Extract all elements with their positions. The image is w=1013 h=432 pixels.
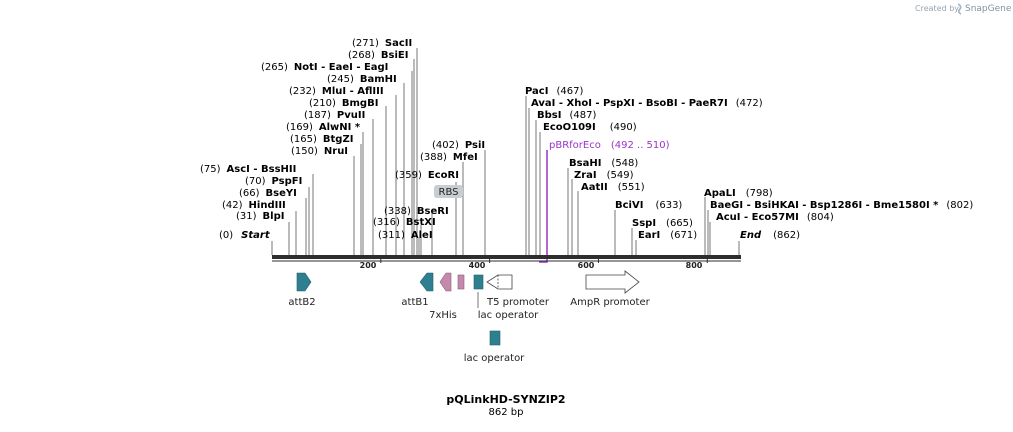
- site-label-ecoo109i[interactable]: EcoO109I(490): [543, 122, 637, 133]
- feature-lac-operator-2[interactable]: lac operator: [464, 330, 525, 364]
- site-label-noti[interactable]: (265)NotI - EaeI - EagI: [261, 62, 388, 73]
- site-label-acui[interactable]: AcuI - Eco57MI(804): [716, 212, 834, 223]
- small-pink-box: [457, 274, 465, 290]
- site-label-start[interactable]: (0)Start: [219, 230, 271, 241]
- tick-label-200: 200: [360, 261, 377, 270]
- primer-arrow: [539, 150, 548, 263]
- feature-attb2[interactable]: attB2: [288, 272, 316, 308]
- cut-lines: [271, 48, 740, 255]
- snapgene-logo-icon: [957, 3, 962, 15]
- feature-7xhis[interactable]: 7xHis: [429, 272, 457, 321]
- site-label-bbsi[interactable]: BbsI(487): [537, 110, 596, 121]
- ampr-arrow: [585, 270, 640, 294]
- site-label-blpi[interactable]: (31)BlpI: [236, 211, 284, 222]
- site-label-paci[interactable]: PacI(467): [525, 86, 583, 97]
- lac-operator-label-1: lac operator: [478, 310, 539, 321]
- site-label-baegi[interactable]: BaeGI - BsiHKAI - Bsp1286I - Bme1580I *(…: [710, 200, 973, 211]
- site-label-apali[interactable]: ApaLI(798): [704, 188, 773, 199]
- rbs-feature[interactable]: RBS: [434, 185, 463, 198]
- site-label-bcivi[interactable]: BciVI(633): [615, 200, 682, 211]
- enzyme-labels-left: (0)Start (31)BlpI (42)HindIII (66)BseYI …: [200, 38, 485, 241]
- site-label-alei[interactable]: (311)AleI: [378, 230, 433, 241]
- snapgene-logo: SnapGene: [957, 3, 1012, 15]
- feature-t5-promoter[interactable]: T5 promoter: [486, 274, 550, 308]
- rbs-label: RBS: [439, 187, 459, 198]
- t5-label: T5 promoter: [486, 297, 550, 308]
- site-label-mfei[interactable]: (388)MfeI: [420, 152, 478, 163]
- site-label-hindiii[interactable]: (42)HindIII: [222, 200, 286, 211]
- site-label-bseyi[interactable]: (66)BseYI: [239, 188, 297, 199]
- tick-marks: [380, 259, 708, 263]
- site-label-sspi[interactable]: SspI(665): [632, 218, 693, 229]
- feature-ampr-promoter[interactable]: AmpR promoter: [570, 270, 651, 308]
- ampr-label: AmpR promoter: [570, 297, 650, 308]
- site-label-eari[interactable]: EarI(671): [638, 230, 697, 241]
- credit-text: Created by: [915, 4, 959, 13]
- primer-label: pBRforEco(492 .. 510): [549, 140, 670, 151]
- site-label-bmgbi[interactable]: (210)BmgBI: [309, 98, 378, 109]
- attb2-arrow: [296, 272, 312, 292]
- primer-pbrforeco[interactable]: pBRforEco(492 .. 510): [539, 140, 670, 263]
- attb2-label: attB2: [288, 297, 315, 308]
- site-label-bamhi[interactable]: (245)BamHI: [327, 74, 397, 85]
- t5-arrow: [486, 274, 513, 290]
- site-label-end[interactable]: End(862): [740, 230, 800, 241]
- site-label-bstxi[interactable]: (316)BstXI: [373, 217, 436, 228]
- his-arrow: [439, 272, 452, 292]
- feature-lac-operator-1[interactable]: lac operator: [473, 274, 539, 321]
- site-label-aatii[interactable]: AatII(551): [581, 182, 645, 193]
- site-label-pspfi[interactable]: (70)PspFI: [245, 176, 302, 187]
- site-label-bseri[interactable]: (338)BseRI: [384, 206, 449, 217]
- map-size: 862 bp: [489, 407, 524, 418]
- site-label-zrai[interactable]: ZraI(549): [574, 170, 634, 181]
- tick-label-600: 600: [578, 261, 595, 270]
- lac-operator-box-1: [473, 274, 484, 290]
- site-label-bsiei[interactable]: (268)BsiEI: [348, 50, 408, 61]
- site-label-avai[interactable]: AvaI - XhoI - PspXI - BsoBI - PaeR7I(472…: [531, 98, 763, 109]
- tick-label-800: 800: [686, 261, 703, 270]
- site-label-pvuii[interactable]: (187)PvuII: [304, 110, 365, 121]
- site-label-mlui[interactable]: (232)MluI - AflIII: [289, 86, 384, 97]
- attb1-label: attB1: [401, 297, 428, 308]
- site-label-alwni[interactable]: (169)AlwNI *: [286, 122, 361, 133]
- site-label-psii[interactable]: (402)PsiI: [432, 140, 485, 151]
- feature-small-pink[interactable]: [457, 274, 465, 290]
- site-label-asci[interactable]: (75)AscI - BssHII: [200, 164, 296, 175]
- svg-text:SnapGene: SnapGene: [965, 4, 1012, 14]
- attb1-arrow: [419, 272, 434, 292]
- sequence-backbone: [272, 255, 741, 263]
- lac-operator-label-2: lac operator: [464, 353, 525, 364]
- lac-operator-box-2: [489, 330, 501, 346]
- enzyme-labels-right: PacI(467) AvaI - XhoI - PspXI - BsoBI - …: [525, 86, 973, 241]
- tick-labels: 200 400 600 800: [360, 261, 703, 270]
- site-label-ecori[interactable]: (359)EcoRI: [395, 170, 459, 181]
- site-label-btgzi[interactable]: (165)BtgZI: [290, 134, 353, 145]
- map-title: pQLinkHD-SYNZIP2: [446, 393, 565, 406]
- his-label: 7xHis: [429, 310, 457, 321]
- tick-label-400: 400: [469, 261, 486, 270]
- site-label-bsahi[interactable]: BsaHI(548): [569, 158, 638, 169]
- site-label-sacii[interactable]: (271)SacII: [352, 38, 412, 49]
- rbs-box: [434, 185, 463, 198]
- site-label-nrui[interactable]: (150)NruI: [291, 146, 348, 157]
- feature-attb1[interactable]: attB1: [401, 272, 434, 308]
